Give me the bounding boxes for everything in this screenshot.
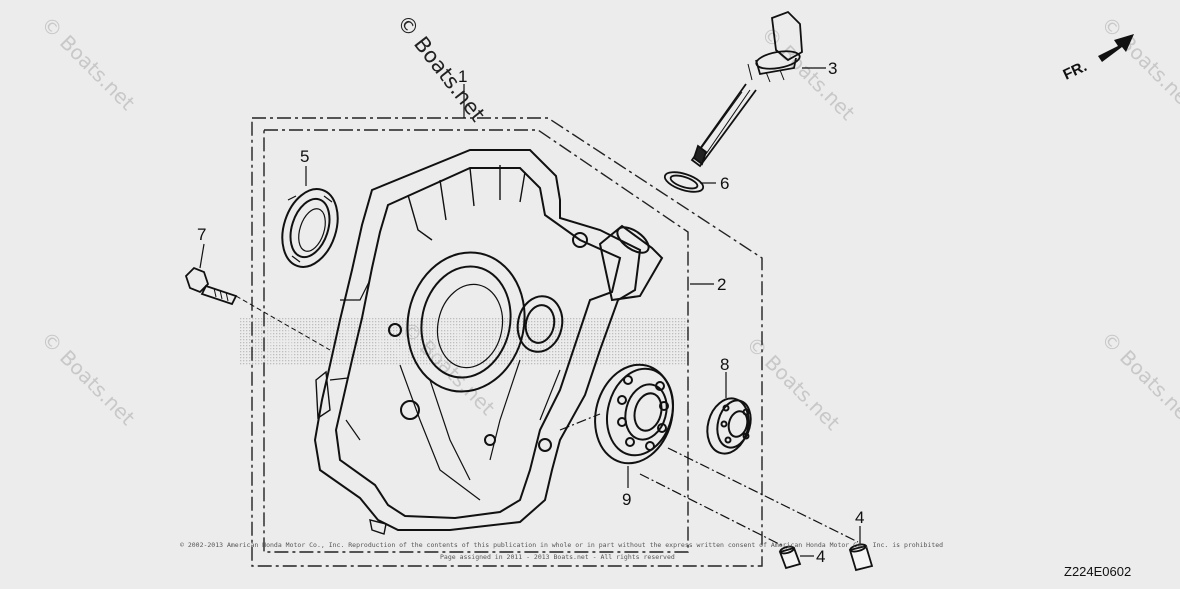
faint-watermarks: © Boats.net © Boats.net © Boats.net © Bo… [36,12,1180,435]
watermark-center-right: © Boats.net [741,332,844,435]
front-direction-indicator: FR. [1061,34,1134,84]
watermark-mid-right: © Boats.net [1096,327,1180,430]
watermark-top-left: © Boats.net [36,12,139,115]
radial-ball-bearing-part [594,363,674,465]
leader-lines [199,67,861,557]
copyright-line-2: Page assigned in 2011 - 2013 Boats.net -… [440,553,675,561]
callout-9: 9 [622,490,631,509]
watermark-mid-left: © Boats.net [36,327,139,430]
callout-6: 6 [720,174,729,193]
front-direction-label: FR. [1061,58,1090,84]
watermark-upper-right: © Boats.net [756,22,859,125]
honda-watermark-text: HONDA [260,314,541,372]
boats-net-watermark: © Boats.net [392,10,490,126]
callout-1: 1 [458,67,467,86]
front-arrow-icon [1098,34,1134,62]
callouts: 1 2 3 4 4 5 6 7 8 9 [197,59,864,566]
oil-seal-part [281,188,339,268]
assembly-outline [251,117,763,567]
callout-4-right: 4 [855,508,864,527]
crankcase-cover [313,149,664,535]
callout-8: 8 [720,355,729,374]
alignment-lines [559,413,859,549]
callout-2: 2 [717,275,726,294]
oil-dipstick-part [690,10,803,168]
diagram-code: Z224E0602 [1064,564,1131,579]
watermark-top-right: © Boats.net [1096,12,1180,115]
flange-bolt-part [184,266,331,351]
honda-watermark: HONDA [240,314,690,372]
callout-3: 3 [828,59,837,78]
callout-5: 5 [300,147,309,166]
small-ball-bearing-part [706,397,752,455]
o-ring-part [663,171,705,193]
callout-7: 7 [197,225,206,244]
callout-4-left: 4 [816,547,825,566]
copyright-line-1: © 2002-2013 American Honda Motor Co., In… [180,541,943,549]
dowel-pin-parts [778,543,874,572]
